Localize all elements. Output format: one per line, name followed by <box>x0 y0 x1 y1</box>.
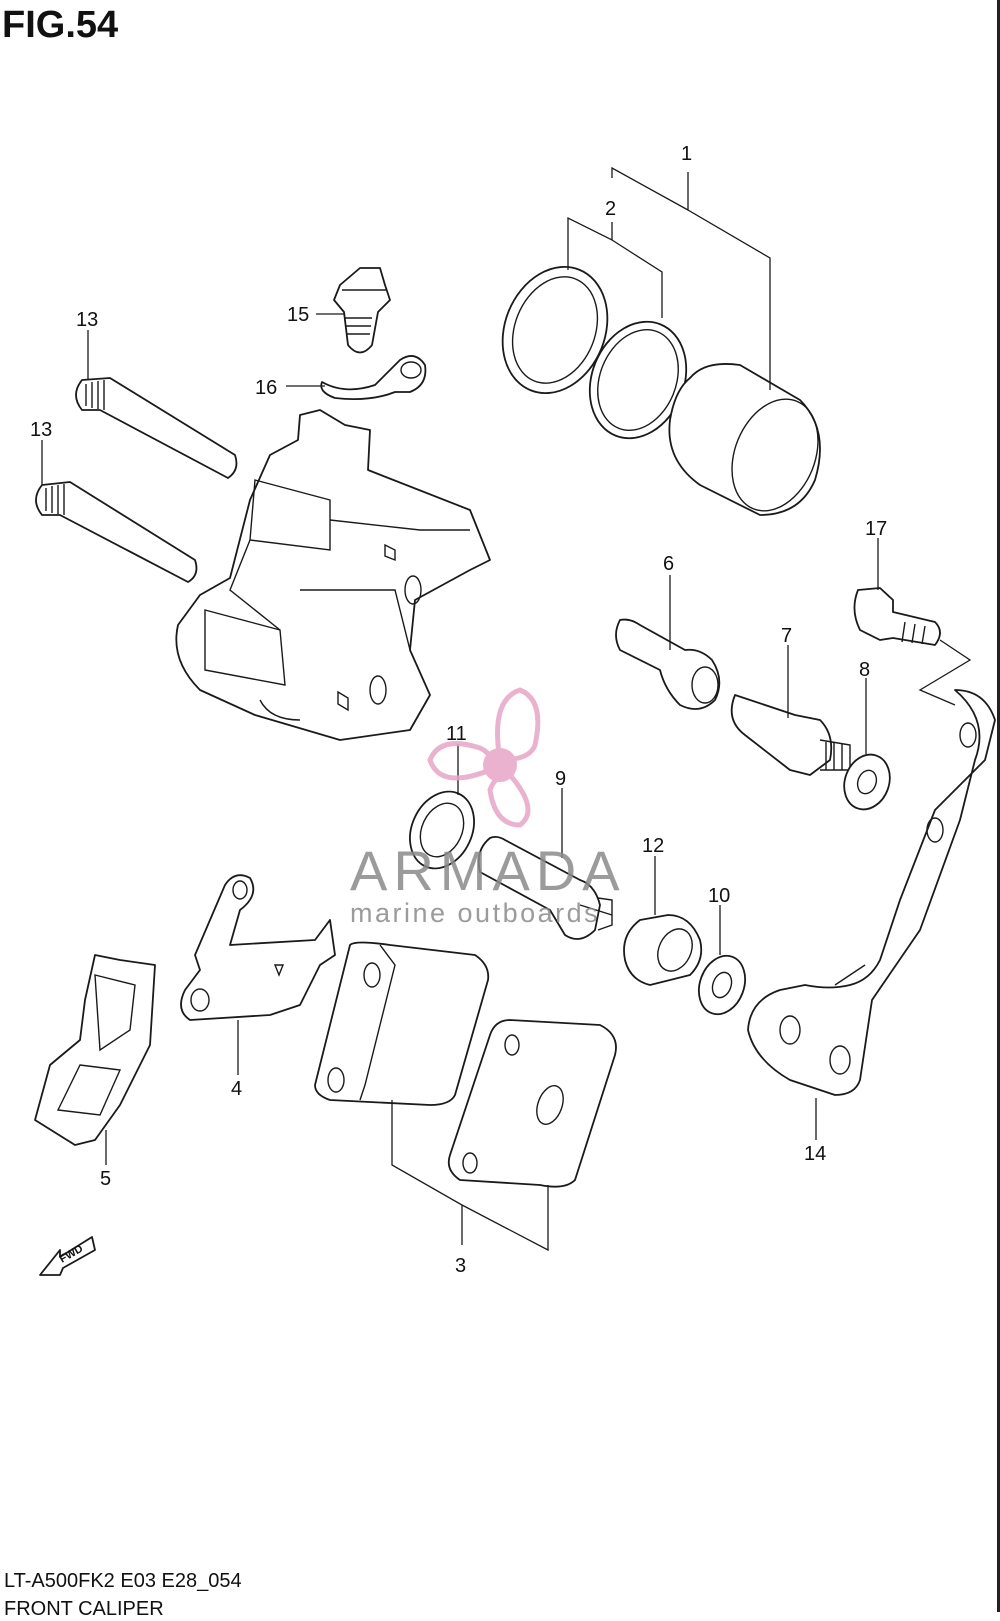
caliper-piston <box>668 363 821 516</box>
fwd-arrow-icon: FWD <box>39 1236 96 1276</box>
callout-3: 3 <box>455 1255 466 1277</box>
callout-1: 1 <box>681 143 692 165</box>
figure-title: FIG.54 <box>2 4 119 46</box>
callout-2: 2 <box>605 198 616 220</box>
boot-12 <box>623 914 703 986</box>
caliper-body <box>175 409 491 741</box>
callout-7: 7 <box>781 625 792 647</box>
caliper-bolt-6 <box>615 618 721 710</box>
caliper-pin-lower <box>35 481 198 583</box>
brake-pad-outer <box>447 1019 617 1188</box>
callout-numbers: 1 2 3 4 5 6 7 8 9 10 11 12 13 13 14 15 1… <box>30 143 887 1277</box>
caliper-bracket-14 <box>747 689 996 1096</box>
pad-spring-4 <box>180 874 336 1021</box>
callout-10: 10 <box>708 885 730 907</box>
armada-watermark: ARMADA marine outboards <box>350 687 626 928</box>
callout-4: 4 <box>231 1078 242 1100</box>
callout-13-upper: 13 <box>76 309 98 331</box>
washer-8 <box>843 753 891 811</box>
pad-shim-5 <box>34 954 156 1146</box>
brake-pad-inner <box>314 941 490 1106</box>
bleeder-cap <box>320 355 427 401</box>
piston-seal-assembly <box>501 265 821 516</box>
boot-11 <box>409 790 475 870</box>
leader-lines <box>41 166 972 1252</box>
callout-6: 6 <box>663 553 674 575</box>
callout-11: 11 <box>446 723 467 745</box>
callout-16: 16 <box>255 377 277 399</box>
callout-15: 15 <box>287 304 309 326</box>
callout-8: 8 <box>859 659 870 681</box>
mounting-bolt-17 <box>853 587 941 646</box>
callout-9: 9 <box>555 768 566 790</box>
callout-13-lower: 13 <box>30 419 52 441</box>
washer-10 <box>698 954 746 1016</box>
slide-pin-7 <box>730 694 851 776</box>
sleeve-9 <box>477 835 613 940</box>
piston-seal <box>501 265 609 395</box>
watermark-brand: ARMADA <box>350 839 626 902</box>
dust-seal <box>588 320 688 440</box>
model-code: LT-A500FK2 E03 E28_054 <box>4 1570 242 1592</box>
callout-14: 14 <box>804 1143 826 1165</box>
callout-12: 12 <box>642 835 664 857</box>
bleeder-valve <box>333 267 391 354</box>
frame-border <box>997 0 1000 1612</box>
propeller-logo-icon <box>427 687 541 828</box>
watermark-tagline: marine outboards <box>350 898 600 928</box>
caliper-pin-upper <box>75 377 238 479</box>
callout-5: 5 <box>100 1168 111 1190</box>
callout-17: 17 <box>865 518 887 540</box>
section-name: FRONT CALIPER <box>4 1598 164 1620</box>
